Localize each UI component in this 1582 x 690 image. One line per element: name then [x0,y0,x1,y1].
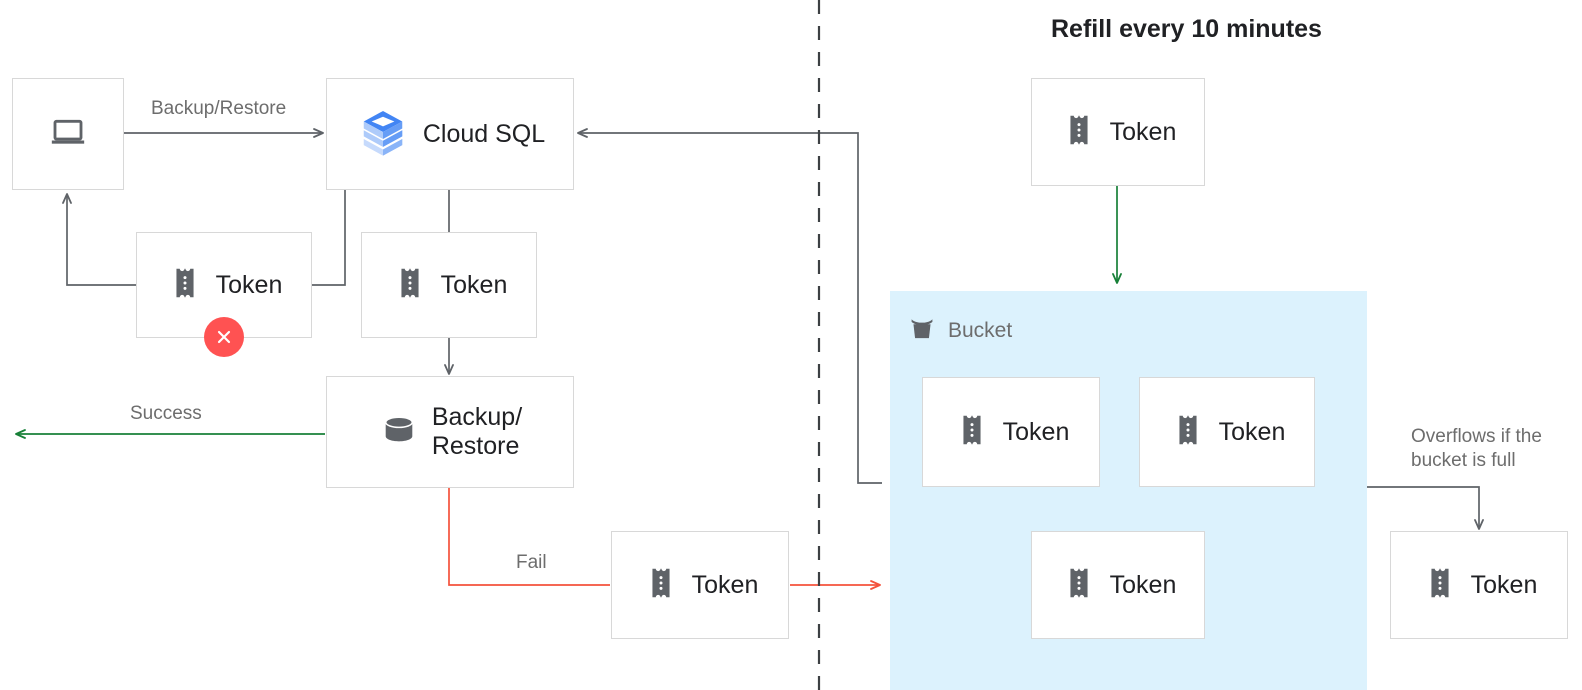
edge-label-overflow: Overflows if the bucket is full [1411,426,1542,471]
node-label-cloud-sql: Cloud SQL [422,119,546,148]
bucket-icon [906,312,938,349]
node-label-token-bucket-2: Token [1218,417,1286,446]
page-title: Refill every 10 minutes [1051,15,1322,43]
database-icon [378,409,420,456]
bucket-header: Bucket [906,312,1012,349]
token-icon [391,264,429,307]
node-label-backup-restore: Backup/ Restore [431,403,523,460]
token-icon [642,564,680,607]
edge-cloudsql-to-token-rejected [312,190,346,286]
token-icon [1421,564,1459,607]
node-token-fail[interactable]: Token [611,531,789,639]
node-token-bucket-2[interactable]: Token [1139,377,1315,487]
node-label-token-fail: Token [691,570,759,599]
node-label-token-overflow: Token [1470,570,1538,599]
edge-label-fail: Fail [516,552,547,573]
cloud-sql-icon [355,104,411,165]
node-token-bucket-3[interactable]: Token [1031,531,1205,639]
node-token-accepted[interactable]: Token [361,232,537,338]
token-icon [166,264,204,307]
node-client[interactable] [12,78,124,190]
token-icon [1169,411,1207,454]
edge-bucket-to-cloudsql [577,128,882,484]
token-icon [1060,111,1098,154]
node-token-overflow[interactable]: Token [1390,531,1568,639]
laptop-icon [48,112,88,157]
error-x-icon [204,317,244,357]
node-label-token-bucket-1: Token [1002,417,1070,446]
node-label-token-accepted: Token [440,270,508,299]
token-icon [1060,564,1098,607]
edge-label-backup-restore: Backup/Restore [151,98,287,119]
node-label-token-rejected: Token [215,270,283,299]
node-token-bucket-1[interactable]: Token [922,377,1100,487]
node-backup-restore[interactable]: Backup/ Restore [326,376,574,488]
node-label-token-bucket-3: Token [1109,570,1177,599]
node-label-token-refill: Token [1109,117,1177,146]
edge-token-to-client [62,193,136,286]
bucket-label: Bucket [948,318,1013,342]
node-token-refill[interactable]: Token [1031,78,1205,186]
edge-overflow-to-token [1367,486,1484,530]
node-cloud-sql[interactable]: Cloud SQL [326,78,574,190]
token-icon [953,411,991,454]
edge-label-success: Success [130,403,202,424]
